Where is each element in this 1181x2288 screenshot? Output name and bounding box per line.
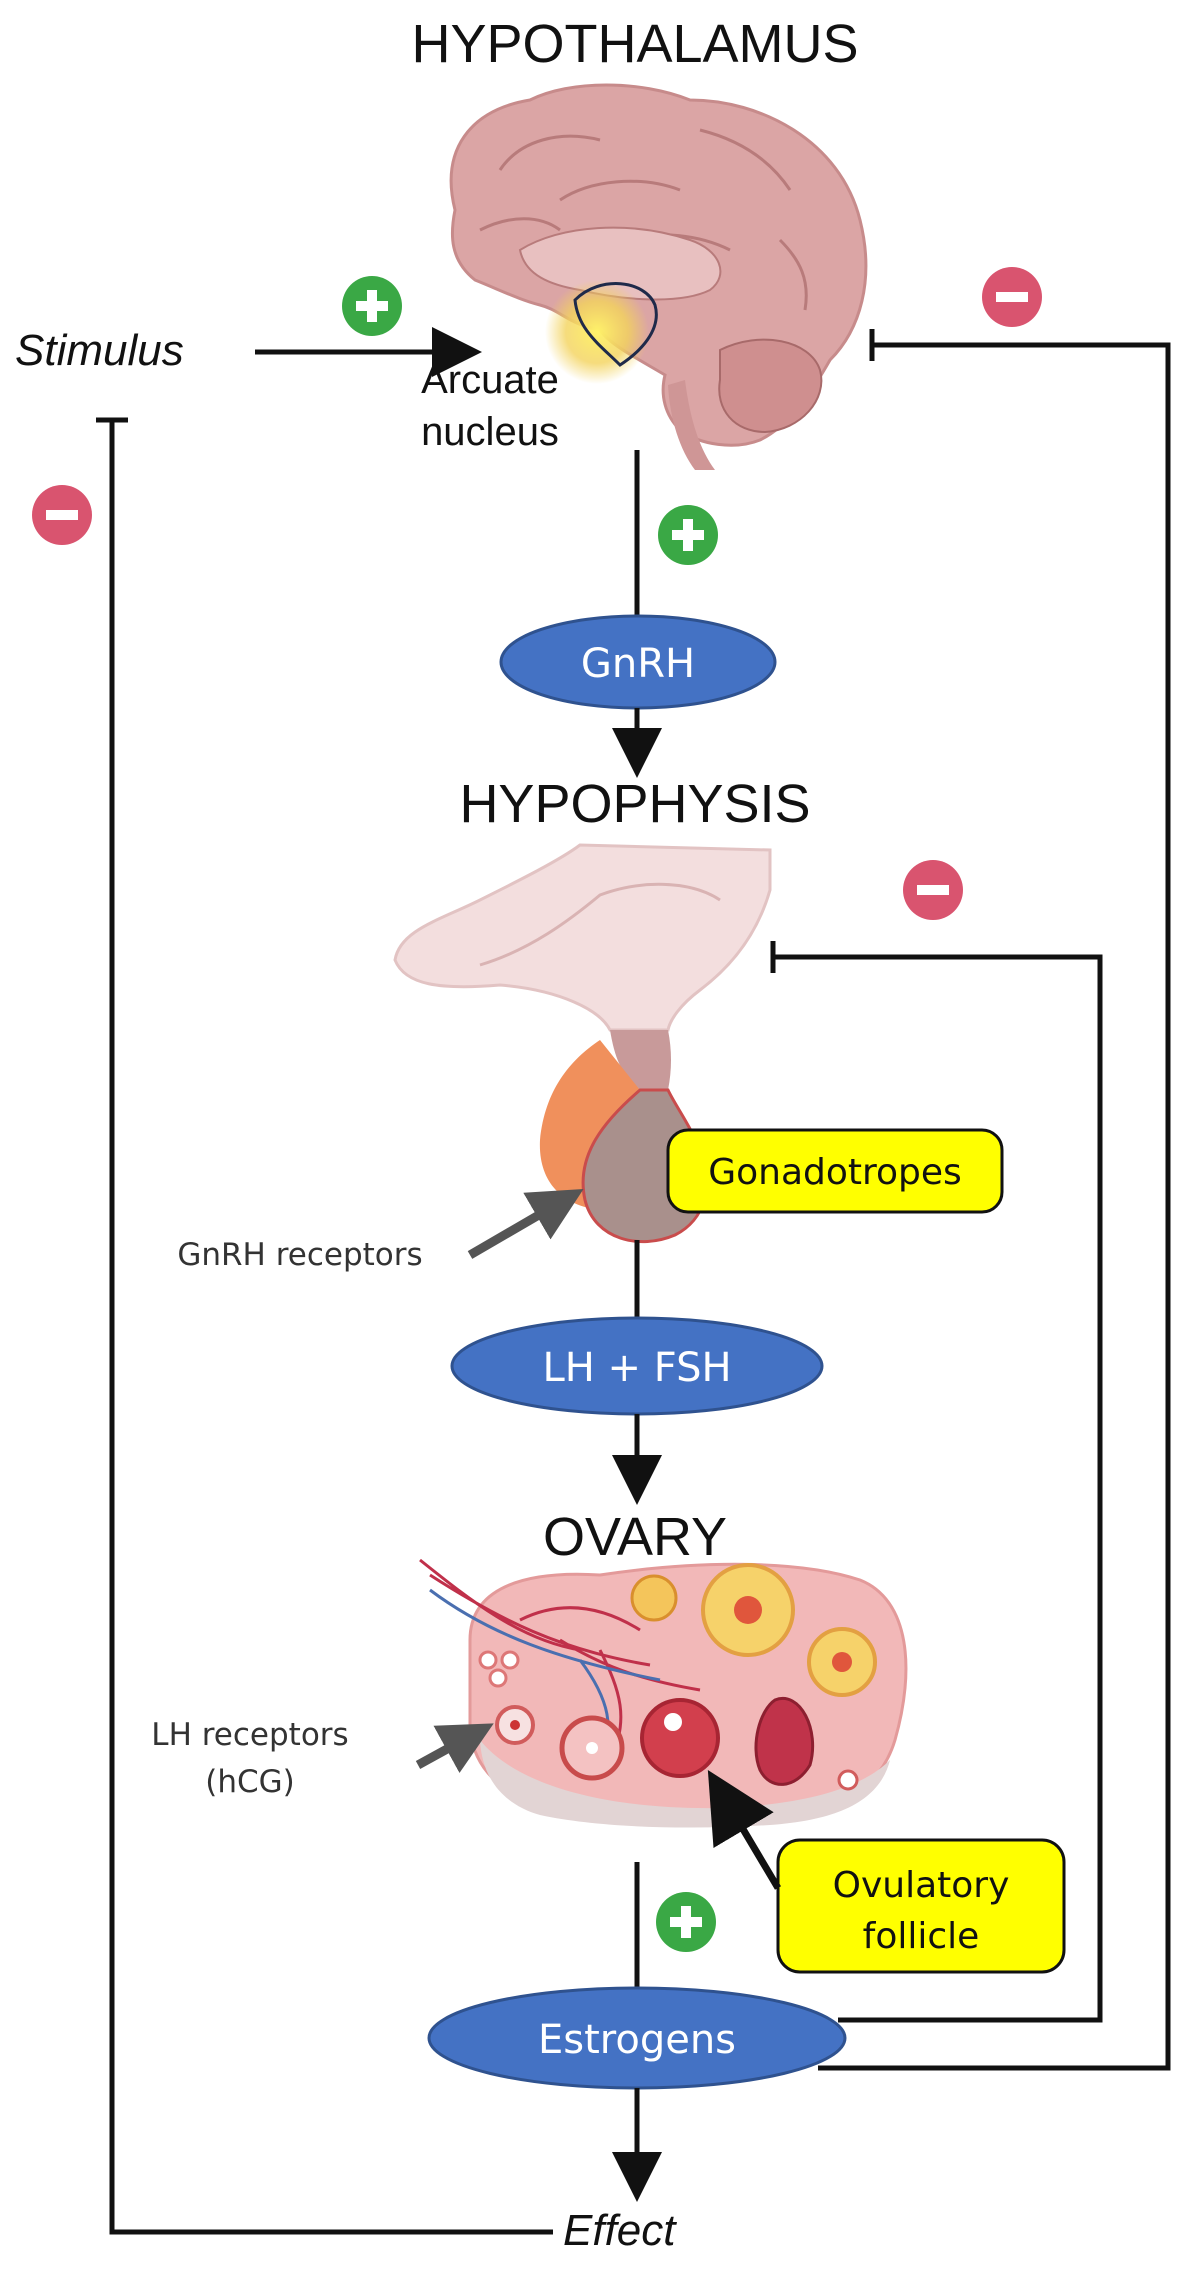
- gonadotropes-label: Gonadotropes: [708, 1152, 962, 1193]
- ovary-title: OVARY: [543, 1507, 727, 1567]
- minus-sign-icon: [32, 485, 92, 545]
- hypophysis-title: HYPOPHYSIS: [459, 774, 810, 834]
- plus-sign-icon: [658, 505, 718, 565]
- plus-sign-icon: [656, 1892, 716, 1952]
- effect-to-stimulus-inhibition-line: [109, 420, 553, 2235]
- brain-illustration: [449, 83, 868, 470]
- ovulatory-label-line1: Ovulatory: [833, 1865, 1010, 1906]
- gnrh-receptors-pointer: [467, 1188, 584, 1259]
- lh-fsh-label: LH + FSH: [542, 1345, 731, 1391]
- gnrh-label: GnRH: [581, 641, 695, 687]
- plus-sign-icon: [342, 276, 402, 336]
- hypothalamus-title: HYPOTHALAMUS: [411, 14, 858, 74]
- arcuate-label-line1: Arcuate: [421, 358, 559, 402]
- ovulatory-follicle-box: [776, 1838, 1066, 1974]
- minus-sign-icon: [982, 267, 1042, 327]
- ovary-illustration: [419, 1558, 908, 1828]
- estrogens-to-hypothalamus-inhibition-line: [818, 342, 1171, 2071]
- gonadotropes-box: [666, 1128, 1004, 1214]
- estrogens-to-hypophysis-inhibition-line: [773, 954, 1103, 2023]
- estrogens-label: Estrogens: [538, 2017, 736, 2063]
- ovulatory-follicle-pointer: [707, 1769, 782, 1890]
- minus-sign-icon: [903, 860, 963, 920]
- pituitary-illustration: [393, 843, 772, 1243]
- arcuate-label-line2: nucleus: [421, 410, 559, 454]
- stimulus-label: Stimulus: [15, 326, 184, 375]
- lh-receptors-label-line1: LH receptors: [151, 1717, 348, 1753]
- gnrh-receptors-label: GnRH receptors: [177, 1237, 422, 1273]
- effect-label: Effect: [563, 2206, 677, 2255]
- lh-receptors-label-line2: (hCG): [205, 1764, 295, 1800]
- lh-receptors-pointer: [415, 1723, 494, 1774]
- ovulatory-label-line2: follicle: [863, 1916, 980, 1957]
